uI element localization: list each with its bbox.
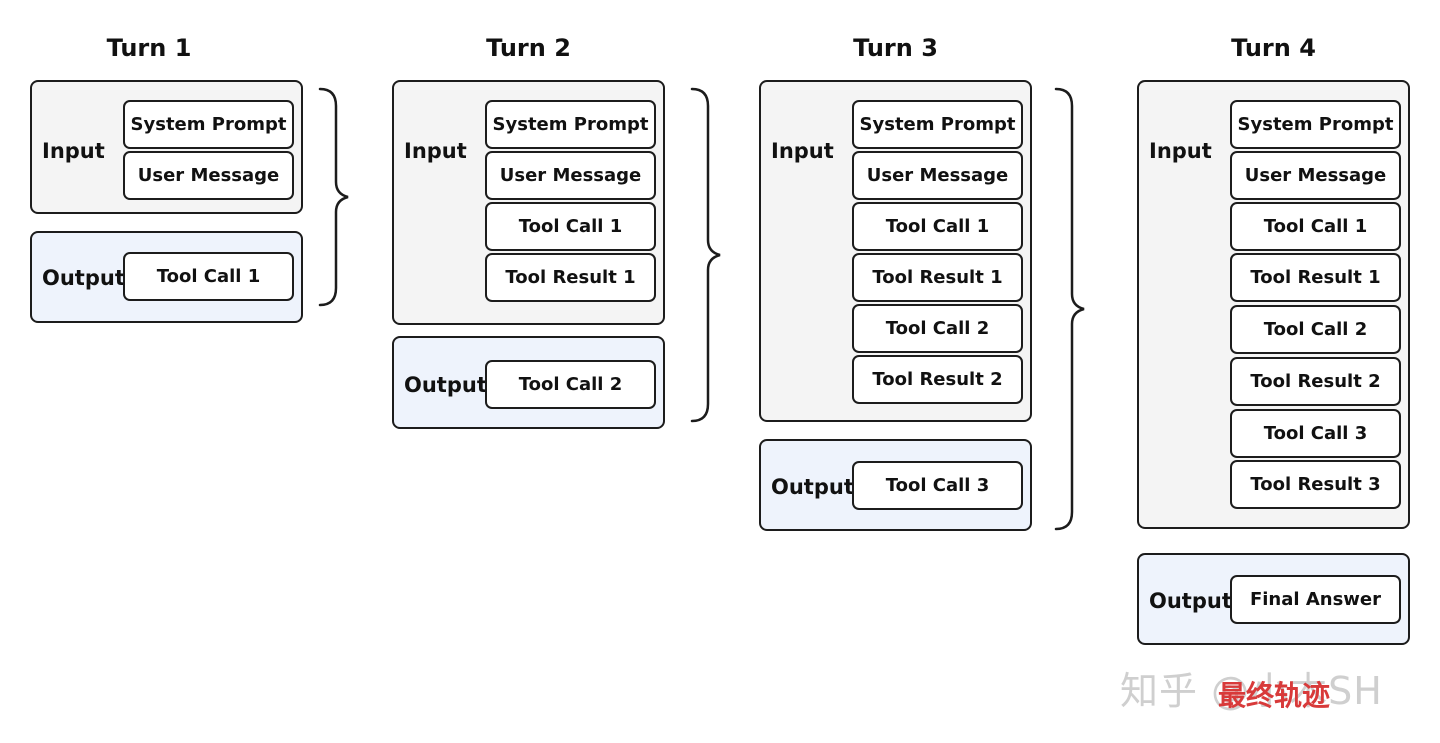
turn-4-output-item: Final Answer (1230, 575, 1401, 624)
turn-1-brace (318, 87, 349, 307)
turn-4-title: Turn 4 (1231, 34, 1316, 62)
turn-2-output-label: Output (404, 373, 487, 397)
turn-2-input-item-1: System Prompt (485, 100, 656, 149)
turn-4-input-item-7: Tool Call 3 (1230, 409, 1401, 458)
turn-2-input-item-2: User Message (485, 151, 656, 200)
turn-1-input-label: Input (42, 139, 105, 163)
turn-4-input-item-4: Tool Result 1 (1230, 253, 1401, 302)
turn-1-output-panel: Output Tool Call 1 (30, 231, 303, 323)
turn-3-input-item-1: System Prompt (852, 100, 1023, 149)
turn-4-input-item-2: User Message (1230, 151, 1401, 200)
turn-2-input-item-3: Tool Call 1 (485, 202, 656, 251)
turn-4-input-item-5: Tool Call 2 (1230, 305, 1401, 354)
turn-1-output-label: Output (42, 266, 125, 290)
turn-4-output-panel: Output Final Answer (1137, 553, 1410, 645)
turn-1-title: Turn 1 (106, 34, 192, 62)
turn-2-input-label: Input (404, 139, 467, 163)
turn-3-output-label: Output (771, 475, 854, 499)
turn-3-title: Turn 3 (853, 34, 938, 62)
turn-4-input-item-1: System Prompt (1230, 100, 1401, 149)
turn-2-brace (690, 87, 721, 423)
turn-4-output-label: Output (1149, 589, 1232, 613)
turn-1-input-item-2: User Message (123, 151, 294, 200)
turn-1-output-item: Tool Call 1 (123, 252, 294, 301)
turn-2-input-item-4: Tool Result 1 (485, 253, 656, 302)
turn-3-output-panel: Output Tool Call 3 (759, 439, 1032, 531)
turn-3-input-item-4: Tool Result 1 (852, 253, 1023, 302)
turn-2-output-panel: Output Tool Call 2 (392, 336, 665, 429)
turn-1-input-item-1: System Prompt (123, 100, 294, 149)
turn-3-output-item: Tool Call 3 (852, 461, 1023, 510)
turn-1-input-panel: Input System Prompt User Message (30, 80, 303, 214)
turn-4-input-label: Input (1149, 139, 1212, 163)
watermark-overlay: 最终轨迹 (1218, 679, 1331, 712)
turn-3-brace (1054, 87, 1085, 531)
turn-3-input-label: Input (771, 139, 834, 163)
watermark-site: 知乎 @小木SH (1120, 669, 1383, 713)
turn-3-input-item-2: User Message (852, 151, 1023, 200)
turn-2-title: Turn 2 (486, 34, 571, 62)
turn-4-input-item-3: Tool Call 1 (1230, 202, 1401, 251)
turn-3-input-panel: Input System Prompt User Message Tool Ca… (759, 80, 1032, 422)
turn-4-input-panel: Input System Prompt User Message Tool Ca… (1137, 80, 1410, 529)
turn-3-input-item-6: Tool Result 2 (852, 355, 1023, 404)
turn-4-input-item-8: Tool Result 3 (1230, 460, 1401, 509)
turn-2-output-item: Tool Call 2 (485, 360, 656, 409)
turn-3-input-item-5: Tool Call 2 (852, 304, 1023, 353)
turn-3-input-item-3: Tool Call 1 (852, 202, 1023, 251)
turn-2-input-panel: Input System Prompt User Message Tool Ca… (392, 80, 665, 325)
turn-4-input-item-6: Tool Result 2 (1230, 357, 1401, 406)
